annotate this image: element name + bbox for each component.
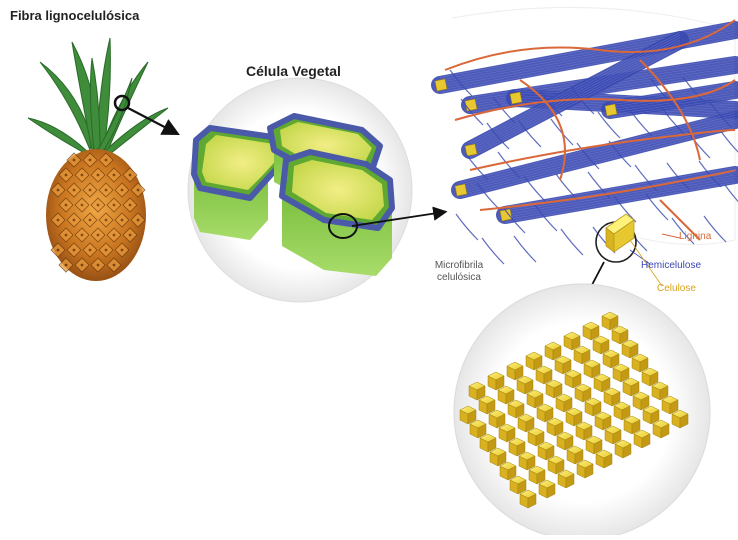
cellulose-core (465, 99, 477, 111)
cellulose-cube (469, 382, 485, 400)
cellulose-cube (508, 400, 524, 418)
fibril-network-illustration (435, 7, 738, 286)
cellulose-cube (545, 342, 561, 360)
cellulose-cube (566, 408, 582, 426)
cellulose-cube (480, 434, 496, 452)
cellulose-cube (509, 438, 525, 456)
cellulose-cube (653, 420, 669, 438)
cellulose-cube (624, 416, 640, 434)
cellulose-cube (584, 360, 600, 378)
cellulose-cube (558, 470, 574, 488)
cellulose-cube (585, 398, 601, 416)
cellulose-cube (526, 352, 542, 370)
cellulose-cube (520, 490, 536, 508)
lignin-pointer (662, 234, 680, 238)
cellulose-cube (537, 404, 553, 422)
cellulose-cube (602, 312, 618, 330)
cellulose-cube (539, 480, 555, 498)
label-celulose: Celulose (657, 283, 696, 294)
cellulose-cube (662, 396, 678, 414)
cellulose-cube (488, 372, 504, 390)
cellulose-cube (517, 376, 533, 394)
cellulose-cube (623, 378, 639, 396)
cellulose-cube (507, 362, 523, 380)
cellulose-cube (499, 424, 515, 442)
cellulose-cube (546, 380, 562, 398)
cellulose-cube (595, 412, 611, 430)
cellulose-cube (548, 456, 564, 474)
cellulose-cube (583, 322, 599, 340)
cellulose-cube (586, 436, 602, 454)
cellulose-cube (490, 448, 506, 466)
cellulose-cube (479, 396, 495, 414)
label-fibra-lignocelulosica: Fibra lignocelulósica (10, 8, 139, 23)
cellulose-cube (672, 410, 688, 428)
cellulose-block (606, 214, 634, 252)
cellulose-cube (557, 432, 573, 450)
cellulose-cube (633, 392, 649, 410)
cellulose-core (605, 104, 617, 116)
cellulose-core (435, 79, 447, 91)
cellulose-cube (536, 366, 552, 384)
label-lignina: Lignina (679, 231, 711, 242)
cellulose-cube (460, 406, 476, 424)
cellulose-cube (575, 384, 591, 402)
fibril-network (435, 20, 738, 264)
cellulose-cube (489, 410, 505, 428)
cellulose-cube (527, 390, 543, 408)
cellulose-core (455, 184, 467, 196)
cellulose-cube (642, 368, 658, 386)
cellulose-cube (615, 440, 631, 458)
cellulose-cube (498, 386, 514, 404)
cellulose-cube (632, 354, 648, 372)
microfibril-illustration (454, 284, 710, 535)
cellulose-cube (564, 332, 580, 350)
pineapple-crown (28, 38, 168, 156)
cellulose-cube (574, 346, 590, 364)
cellulose-cube (555, 356, 571, 374)
cellulose-cube (614, 402, 630, 420)
cellulose-cube (500, 462, 516, 480)
cellulose-cube (519, 452, 535, 470)
cellulose-cube (604, 388, 620, 406)
cellulose-cube (538, 442, 554, 460)
cellulose-cube (613, 364, 629, 382)
cellulose-cube (528, 428, 544, 446)
pineapple-illustration (28, 38, 168, 281)
cellulose-cube (556, 394, 572, 412)
cellulose-cube (605, 426, 621, 444)
cellulose-cube (576, 422, 592, 440)
cellulose-cube (596, 450, 612, 468)
cellulose-cube (567, 446, 583, 464)
cellulose-cube (603, 350, 619, 368)
cellulose-cube (518, 414, 534, 432)
cellulose-core (510, 92, 522, 104)
label-microfibrila-celulosica: Microfibrila celulósica (424, 260, 494, 284)
cellulose-cube (565, 370, 581, 388)
cellulose-cube (594, 374, 610, 392)
cellulose-cube (643, 406, 659, 424)
label-celula-vegetal: Célula Vegetal (246, 63, 341, 79)
cellulose-cube (622, 340, 638, 358)
cellulose-cube (547, 418, 563, 436)
cellulose-cube (634, 430, 650, 448)
cellulose-cube (529, 466, 545, 484)
cellulose-cube (593, 336, 609, 354)
plant-cell-illustration (188, 78, 412, 302)
cellulose-cube (612, 326, 628, 344)
cellulose-cube (510, 476, 526, 494)
cellulose-cube (577, 460, 593, 478)
label-hemicelulose: Hemicelulose (641, 260, 701, 271)
cellulose-cube (652, 382, 668, 400)
cellulose-cube (470, 420, 486, 438)
